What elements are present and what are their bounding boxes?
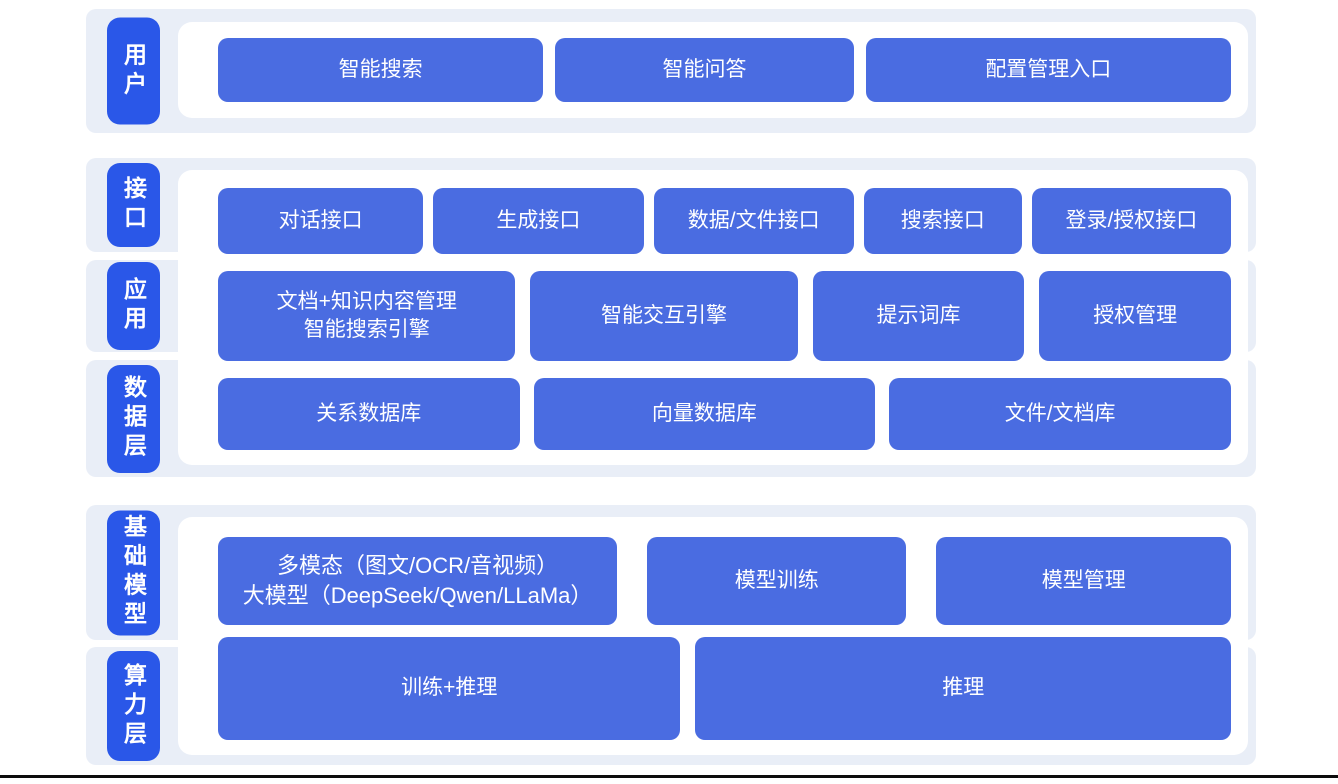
- section-user: 用户 智能搜索 智能问答 配置管理入口: [86, 9, 1256, 133]
- panel-foundation: 多模态（图文/OCR/音视频） 大模型（DeepSeek/Qwen/LLaMa）…: [178, 517, 1248, 755]
- box-row-data: 关系数据库 向量数据库 文件/文档库: [218, 378, 1231, 450]
- node-smart-search: 智能搜索: [218, 38, 544, 102]
- node-interaction-engine: 智能交互引擎: [530, 271, 798, 361]
- layer-label-application: 应用: [107, 262, 160, 350]
- layer-label-user: 用户: [107, 17, 160, 125]
- node-search-api: 搜索接口: [863, 188, 1022, 254]
- node-generation-api: 生成接口: [433, 188, 644, 254]
- box-row-interface: 对话接口 生成接口 数据/文件接口 搜索接口 登录/授权接口: [218, 188, 1231, 254]
- box-row-foundation-model: 多模态（图文/OCR/音视频） 大模型（DeepSeek/Qwen/LLaMa）…: [218, 537, 1231, 625]
- section-middle: 接口 应用 数据层 对话接口 生成接口 数据/文件接口 搜索接口 登录/授权接口…: [86, 158, 1256, 477]
- box-row-application: 文档+知识内容管理 智能搜索引擎 智能交互引擎 提示词库 授权管理: [218, 271, 1231, 361]
- node-inference: 推理: [695, 637, 1231, 740]
- layer-label-data: 数据层: [107, 364, 160, 473]
- node-auth-management: 授权管理: [1039, 271, 1231, 361]
- box-row-compute: 训练+推理 推理: [218, 637, 1231, 740]
- node-model-training: 模型训练: [647, 537, 907, 625]
- bottom-border-line: [0, 775, 1338, 778]
- section-foundation: 基础模型 算力层 多模态（图文/OCR/音视频） 大模型（DeepSeek/Qw…: [86, 505, 1256, 765]
- node-config-entry: 配置管理入口: [865, 38, 1231, 102]
- node-training-inference: 训练+推理: [218, 637, 681, 740]
- node-vector-db: 向量数据库: [533, 378, 876, 450]
- node-file-doc-store: 文件/文档库: [889, 378, 1231, 450]
- node-model-management: 模型管理: [936, 537, 1231, 625]
- layer-label-foundation-model: 基础模型: [107, 510, 160, 635]
- node-prompt-library: 提示词库: [812, 271, 1025, 361]
- node-smart-qa: 智能问答: [555, 38, 854, 102]
- node-relational-db: 关系数据库: [218, 378, 520, 450]
- node-multimodal-llm: 多模态（图文/OCR/音视频） 大模型（DeepSeek/Qwen/LLaMa）: [218, 537, 618, 625]
- layer-label-interface: 接口: [107, 163, 160, 247]
- layer-label-compute: 算力层: [107, 651, 160, 761]
- panel-user: 智能搜索 智能问答 配置管理入口: [178, 22, 1248, 118]
- node-data-file-api: 数据/文件接口: [653, 188, 854, 254]
- node-login-auth-api: 登录/授权接口: [1031, 188, 1231, 254]
- node-doc-knowledge-search-engine: 文档+知识内容管理 智能搜索引擎: [218, 271, 516, 361]
- node-dialog-api: 对话接口: [218, 188, 424, 254]
- panel-middle: 对话接口 生成接口 数据/文件接口 搜索接口 登录/授权接口 文档+知识内容管理…: [178, 170, 1248, 465]
- box-row-user: 智能搜索 智能问答 配置管理入口: [218, 38, 1231, 102]
